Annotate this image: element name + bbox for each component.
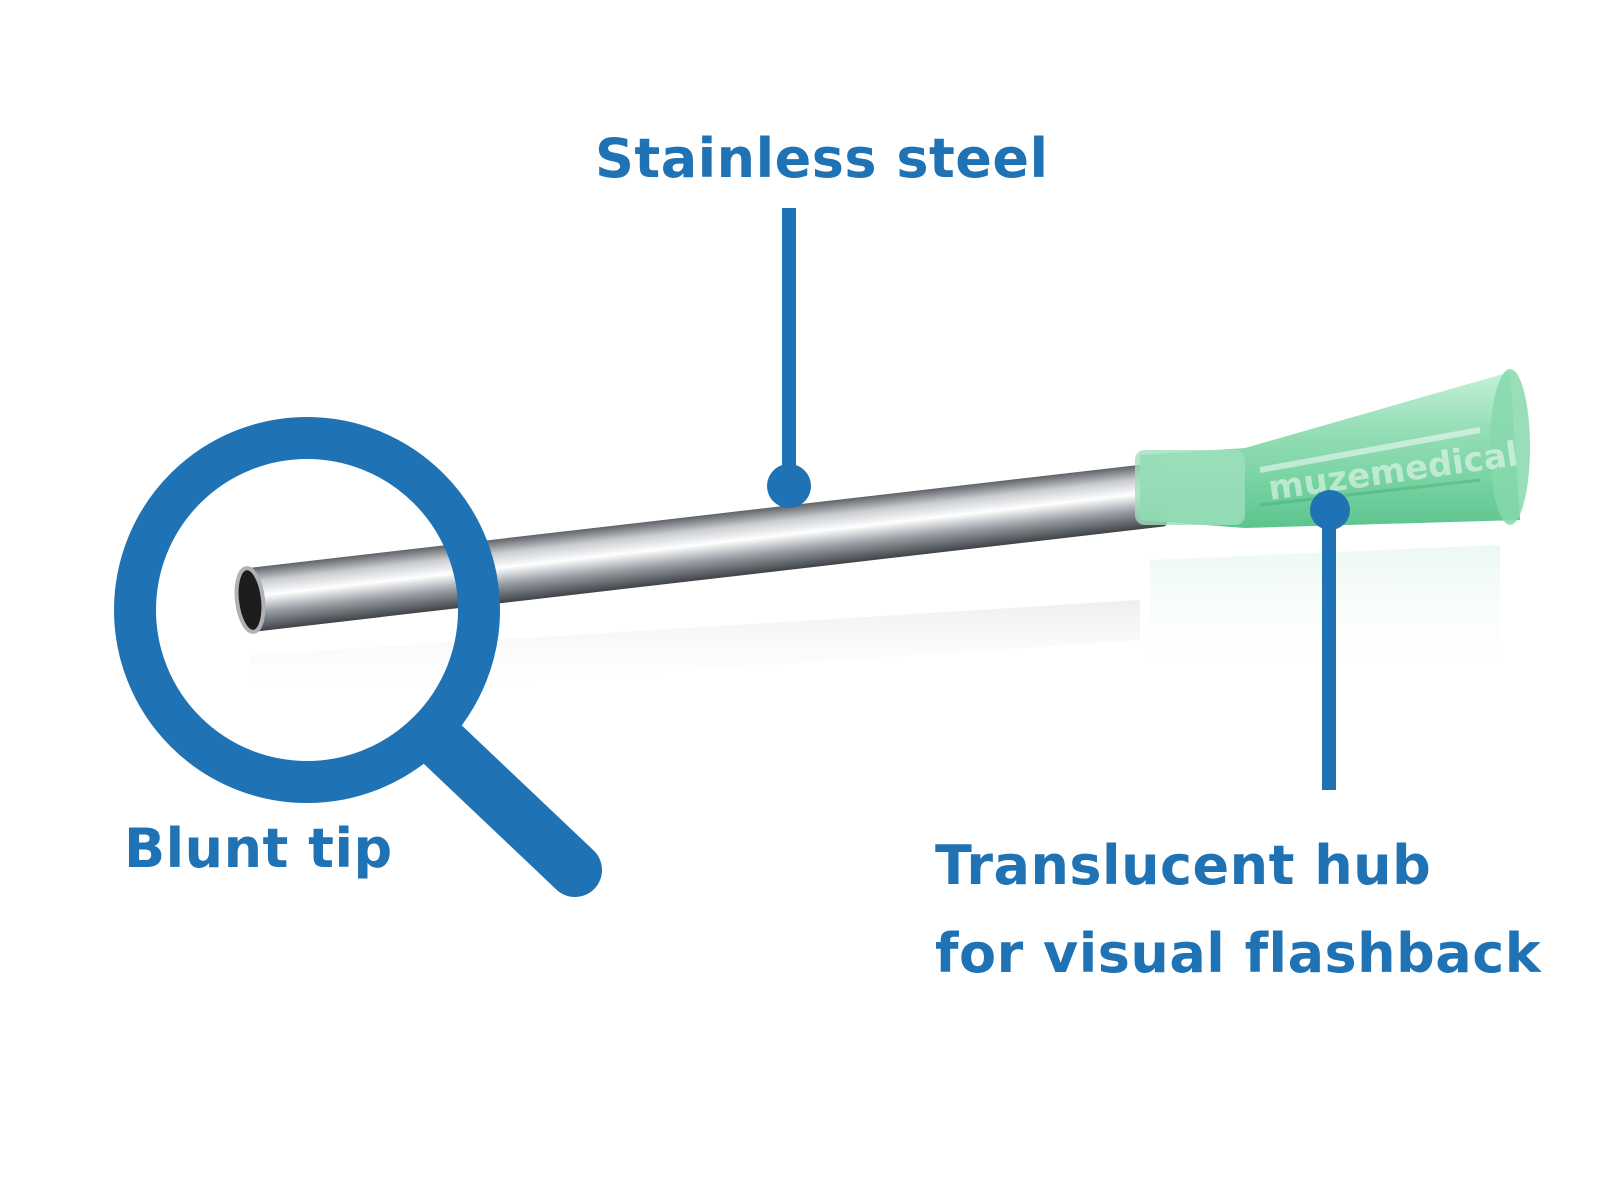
label-translucent-hub: Translucent hub for visual flashback — [935, 822, 1541, 998]
label-blunt-tip: Blunt tip — [124, 817, 393, 880]
callout-hub — [1310, 490, 1350, 790]
label-hub-line-1: Translucent hub — [935, 834, 1432, 897]
magnifying-glass-icon — [114, 417, 602, 897]
translucent-hub: muzemedical — [1135, 369, 1530, 528]
label-stainless-steel: Stainless steel — [595, 127, 1049, 190]
label-hub-line-2: for visual flashback — [935, 922, 1542, 985]
callout-stainless-steel — [767, 208, 811, 508]
